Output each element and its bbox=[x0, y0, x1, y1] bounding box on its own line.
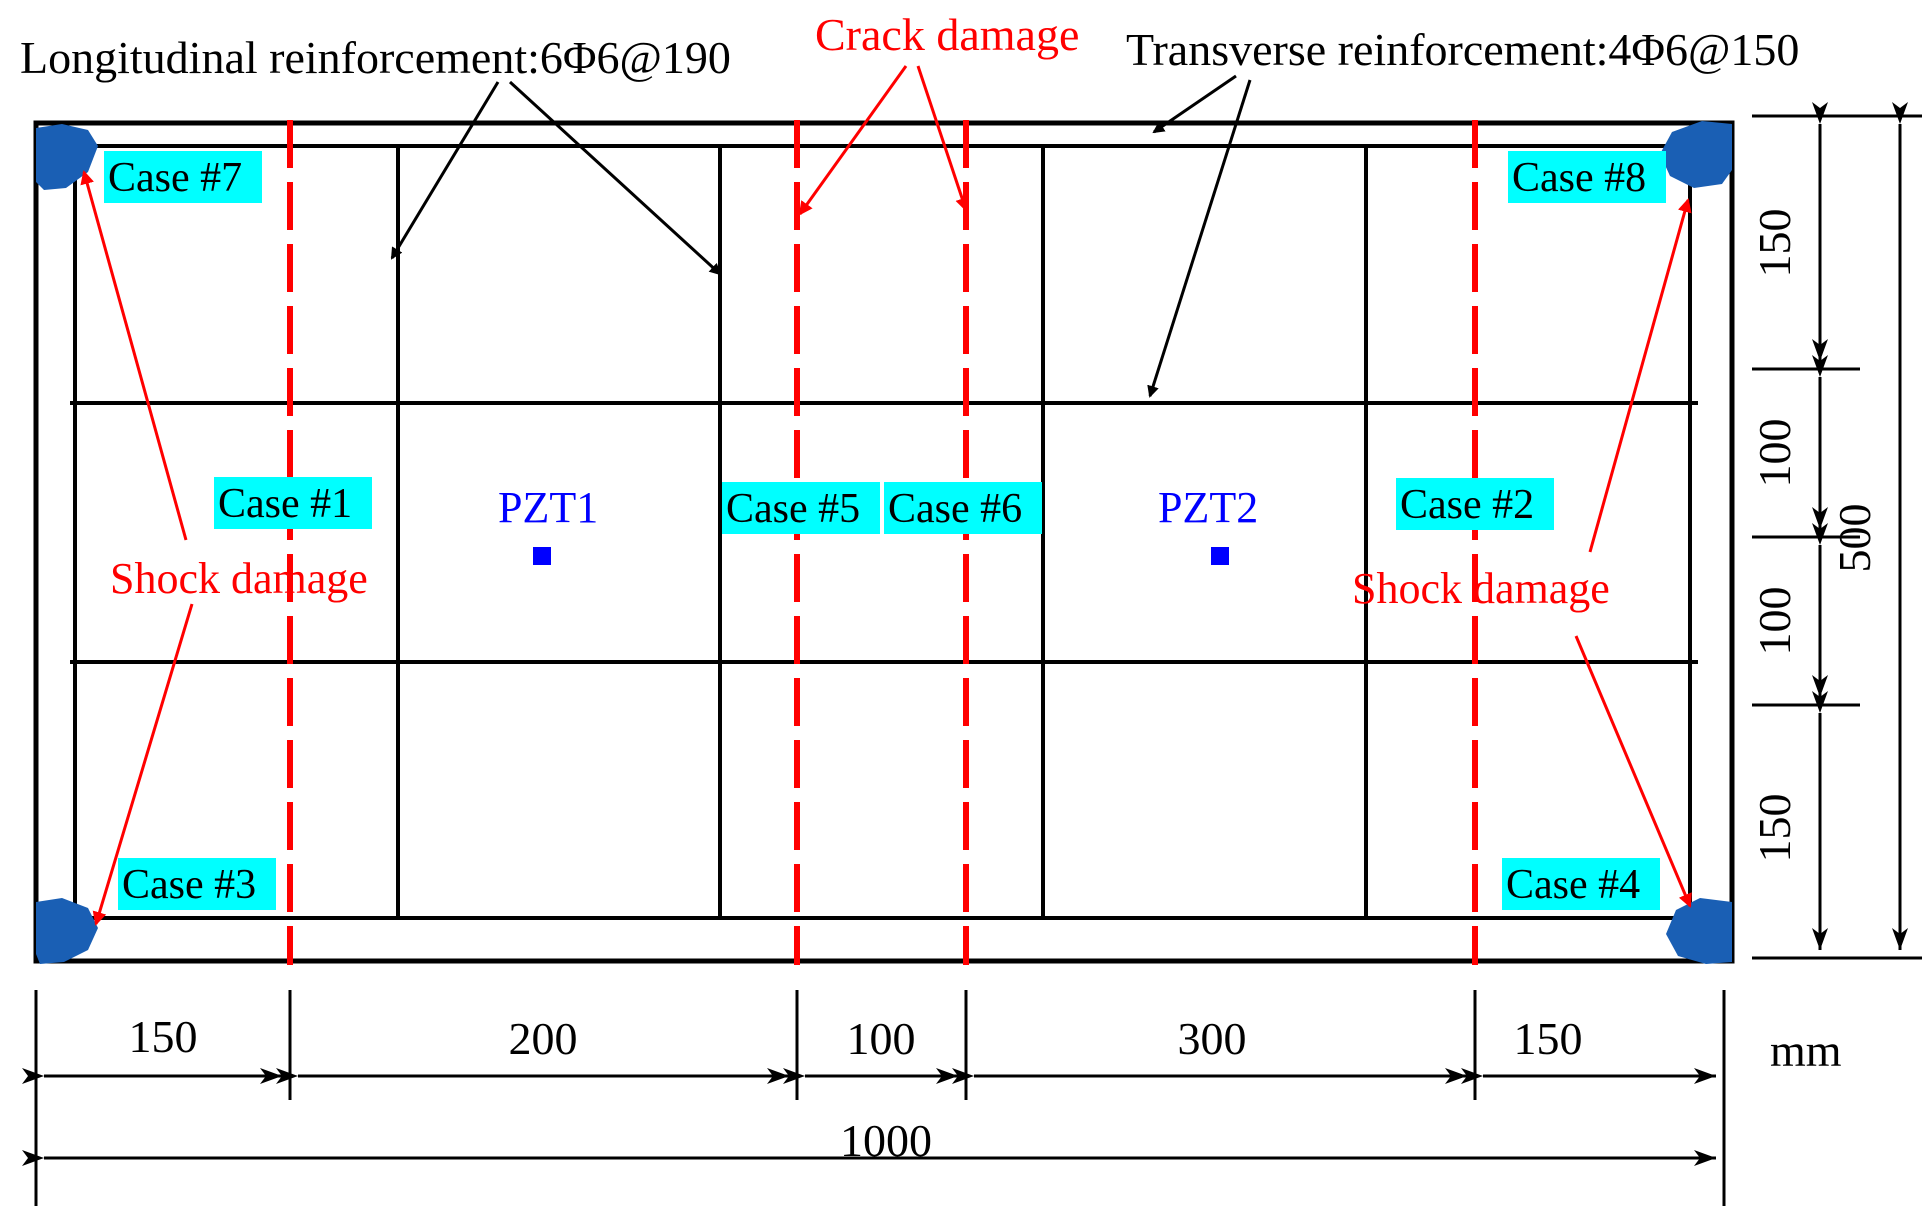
case-label-1: Case #1 bbox=[218, 481, 352, 527]
vdim-label-4: 150 bbox=[1749, 794, 1800, 863]
dim-label-2: 200 bbox=[509, 1013, 578, 1064]
transverse-label: Transverse reinforcement:4Φ6@150 bbox=[1126, 24, 1799, 75]
trans-arrow-2 bbox=[1147, 79, 1252, 398]
trans-arrow-1 bbox=[1152, 74, 1237, 134]
case-bg-3 bbox=[118, 858, 276, 910]
pzt-sensors: PZT1 PZT2 bbox=[498, 483, 1258, 565]
case-bg-2 bbox=[1396, 478, 1554, 530]
pzt2-label: PZT2 bbox=[1158, 483, 1258, 532]
beam-outline bbox=[33, 120, 1735, 964]
long-arrow-1 bbox=[390, 81, 500, 260]
case-label-8: Case #8 bbox=[1512, 155, 1646, 201]
shock-damage-right-label: Shock damage bbox=[1352, 564, 1610, 613]
case-highlights bbox=[104, 151, 1666, 910]
vdim-label-2: 100 bbox=[1749, 419, 1800, 488]
longitudinal-rebars bbox=[73, 146, 1692, 918]
horizontal-dimensions bbox=[22, 990, 1726, 1206]
pzt1-marker bbox=[533, 547, 551, 565]
crack-damage-label: Crack damage bbox=[815, 9, 1079, 60]
crack-lines bbox=[287, 120, 1478, 965]
case-bg-6 bbox=[884, 482, 1042, 534]
dim-label-4: 300 bbox=[1178, 1013, 1247, 1064]
case-label-6: Case #6 bbox=[888, 486, 1022, 532]
corner-damage-bottom-left bbox=[36, 898, 98, 964]
case-bg-5 bbox=[722, 482, 880, 534]
corner-damage-top-left bbox=[36, 124, 98, 190]
shock-arrow-right-down bbox=[1574, 635, 1692, 908]
case-label-7: Case #7 bbox=[108, 155, 242, 201]
transverse-rebars bbox=[36, 144, 1732, 920]
dim-label-5: 150 bbox=[1514, 1013, 1583, 1064]
dim-label-3: 100 bbox=[847, 1013, 916, 1064]
case-bg-7 bbox=[104, 151, 262, 203]
pzt2-marker bbox=[1211, 547, 1229, 565]
vertical-dimensions bbox=[1752, 102, 1922, 960]
shock-arrow-right-up bbox=[1588, 198, 1692, 553]
vdim-label-1: 150 bbox=[1749, 209, 1800, 278]
long-arrow-2 bbox=[508, 80, 722, 276]
crack-pointers bbox=[798, 65, 969, 216]
case-bg-8 bbox=[1508, 151, 1666, 203]
shock-pointers bbox=[80, 170, 1692, 926]
unit-label: mm bbox=[1770, 1025, 1842, 1076]
case-label-5: Case #5 bbox=[726, 486, 860, 532]
case-label-4: Case #4 bbox=[1506, 862, 1640, 908]
shock-arrow-left-up bbox=[80, 170, 188, 541]
crack-arrow-2 bbox=[916, 65, 969, 212]
case-bg-1 bbox=[214, 477, 372, 529]
corner-damage-bottom-right bbox=[1666, 898, 1732, 964]
pzt1-label: PZT1 bbox=[498, 483, 598, 532]
reinforcement-pointers bbox=[390, 74, 1252, 398]
vdim-label-3: 100 bbox=[1749, 587, 1800, 656]
vdim-total-height: 500 bbox=[1829, 504, 1880, 573]
shock-damage-left-label: Shock damage bbox=[110, 554, 368, 603]
crack-arrow-1 bbox=[798, 65, 908, 216]
corner-damage-top-right bbox=[1660, 121, 1732, 188]
case-label-2: Case #2 bbox=[1400, 482, 1534, 528]
case-label-3: Case #3 bbox=[122, 862, 256, 908]
dim-total-width: 1000 bbox=[840, 1115, 932, 1166]
dim-label-1: 150 bbox=[129, 1011, 198, 1062]
case-bg-4 bbox=[1502, 858, 1660, 910]
shock-arrow-left-down bbox=[92, 603, 194, 926]
longitudinal-label: Longitudinal reinforcement:6Φ6@190 bbox=[20, 32, 731, 83]
